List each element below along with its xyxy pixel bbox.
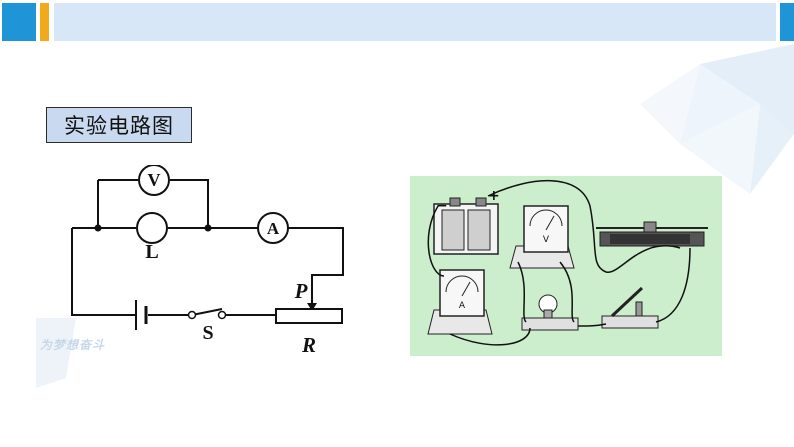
meter-bottom: A xyxy=(427,269,493,335)
rheostat-device xyxy=(596,221,708,247)
header-accent-blue xyxy=(2,3,36,41)
slider-arrow xyxy=(307,303,317,311)
decorative-watermark-shape xyxy=(36,318,76,388)
ammeter-label: A xyxy=(267,219,280,238)
header-accent-orange xyxy=(40,3,49,41)
switch-label: S xyxy=(202,322,213,344)
lamp-label: L xyxy=(145,241,158,263)
battery-plus-label: + xyxy=(488,188,500,204)
header-accent-tail xyxy=(780,3,794,41)
switch-symbol xyxy=(187,310,227,320)
lamp-symbol xyxy=(136,212,168,244)
meter-top: V xyxy=(509,205,575,269)
rheostat-label: R xyxy=(301,333,316,357)
apparatus-photo: − + V A xyxy=(410,176,722,356)
photo-wires xyxy=(427,180,691,346)
voltmeter-symbol: V xyxy=(138,165,170,196)
knife-switch xyxy=(601,286,659,329)
slider-label: P xyxy=(294,279,308,303)
battery-symbol xyxy=(135,300,148,330)
decorative-polygons xyxy=(640,44,794,194)
junction-left xyxy=(94,224,102,232)
watermark-text: 为梦想奋斗 xyxy=(40,338,106,352)
voltmeter-label: V xyxy=(148,170,161,190)
meter-top-label: V xyxy=(543,235,550,245)
ammeter-symbol: A xyxy=(257,212,289,244)
battery-minus-label: − xyxy=(436,198,448,214)
circuit-wires xyxy=(71,179,344,316)
circuit-diagram: V L A S P R xyxy=(71,165,344,357)
rheostat-symbol xyxy=(275,308,343,324)
header-bar xyxy=(0,0,794,44)
battery-box: − + xyxy=(433,188,500,255)
header-strip xyxy=(54,3,776,41)
junction-right xyxy=(204,224,212,232)
meter-bottom-label: A xyxy=(459,301,466,311)
section-title: 实验电路图 xyxy=(46,107,192,143)
bulb-holder xyxy=(521,294,579,331)
